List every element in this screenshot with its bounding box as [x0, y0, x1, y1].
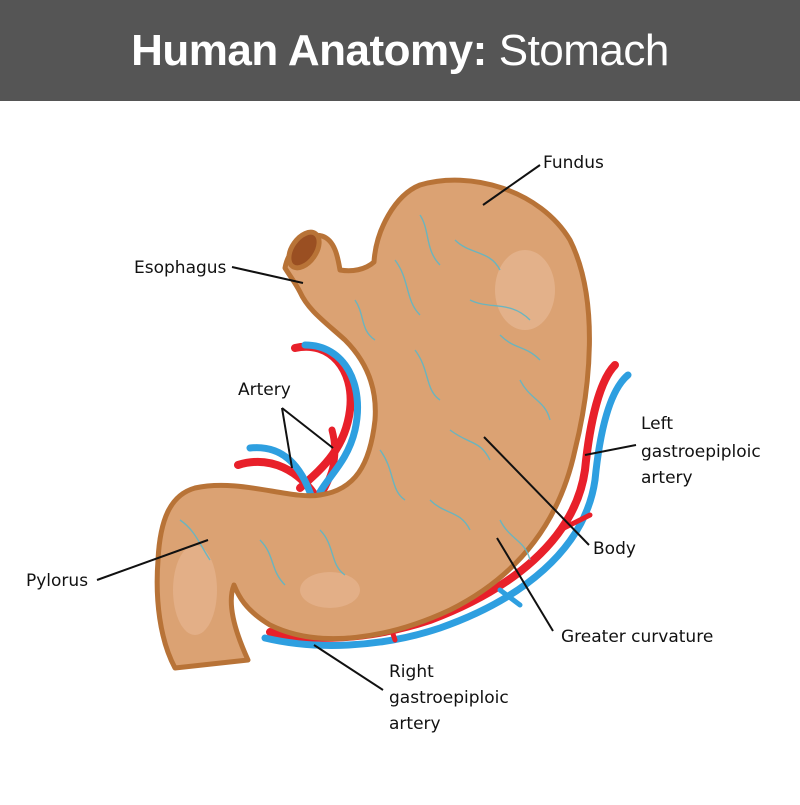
- stomach-illustration: [96, 164, 637, 691]
- label-left-gastroepiploic-1: Left: [641, 414, 673, 434]
- label-left-gastroepiploic-3: artery: [641, 468, 693, 488]
- label-fundus: Fundus: [543, 153, 604, 173]
- title-main: Human Anatomy:: [131, 25, 487, 75]
- stomach-diagram: Fundus Esophagus Artery Left gastroepipl…: [0, 101, 800, 800]
- label-right-gastroepiploic-3: artery: [389, 714, 441, 734]
- leader-lines: [96, 164, 637, 691]
- body-highlight: [300, 572, 360, 608]
- label-esophagus: Esophagus: [134, 258, 227, 278]
- label-left-gastroepiploic-2: gastroepiploic: [641, 442, 761, 462]
- vessel-branch-1: [557, 512, 593, 533]
- title-banner: Human Anatomy: Stomach: [0, 0, 800, 101]
- leader-left-gastro: [584, 444, 637, 456]
- surface-vessels: [179, 214, 551, 586]
- leader-right-gastro: [313, 644, 384, 691]
- artery-red-upper: [291, 342, 355, 492]
- leader-body: [483, 436, 590, 546]
- title-subject: Stomach: [498, 25, 670, 75]
- label-greater-curvature: Greater curvature: [561, 627, 714, 647]
- label-right-gastroepiploic-2: gastroepiploic: [389, 688, 509, 708]
- label-body: Body: [593, 539, 636, 559]
- vessel-branch-2: [497, 587, 523, 608]
- fundus-highlight: [495, 250, 555, 330]
- leader-pylorus: [96, 539, 209, 581]
- label-right-gastroepiploic-1: Right: [389, 662, 434, 682]
- label-artery: Artery: [238, 380, 291, 400]
- vein-blue-upper: [301, 341, 362, 496]
- leader-greater-curvature: [496, 537, 554, 632]
- lesser-curvature-vessels: [234, 341, 362, 504]
- esophagus-opening: [286, 229, 322, 271]
- label-pylorus: Pylorus: [26, 571, 89, 591]
- pylorus-highlight: [173, 545, 217, 635]
- leader-esophagus: [231, 266, 304, 284]
- vein-blue-lower: [246, 444, 316, 502]
- leader-fundus: [482, 164, 541, 206]
- leader-artery-1: [281, 407, 293, 469]
- vein-blue-greater: [261, 371, 632, 649]
- leader-artery-2: [281, 407, 334, 449]
